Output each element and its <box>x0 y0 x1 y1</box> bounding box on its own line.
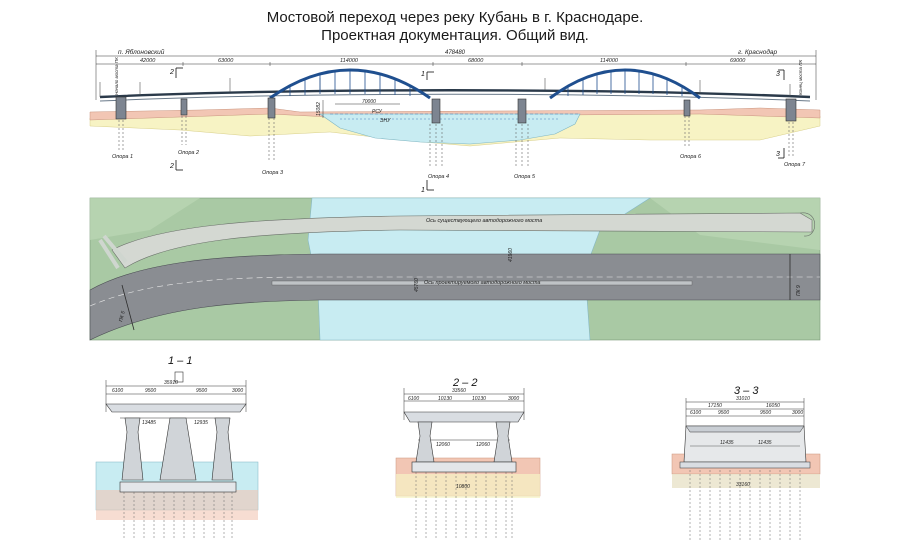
s22-dim-2: 10130 <box>438 396 452 402</box>
section-3-3-title: 3 – 3 <box>734 385 759 397</box>
elevation-piers <box>115 96 797 124</box>
plan-dim-2: 41960 <box>508 248 514 262</box>
support-3: Опора 3 <box>262 170 284 176</box>
s33-dim-3: 9500 <box>760 410 771 416</box>
designed-axis-label: Ось проектируемого автодорожного моста <box>424 280 540 286</box>
span-2: 63000 <box>218 58 234 64</box>
total-length: 478480 <box>445 50 466 56</box>
s22-lower-1: 12060 <box>436 442 450 448</box>
support-6: Опора 6 <box>680 154 702 160</box>
support-1: Опора 1 <box>112 154 133 160</box>
s11-dim-4: 3000 <box>232 388 243 394</box>
existing-bridge-plan <box>111 212 813 269</box>
support-4: Опора 4 <box>428 174 449 180</box>
river-water <box>319 113 581 145</box>
s22-lower-2: 12060 <box>476 442 490 448</box>
section-2-2: 2 – 2 33560 6100 10130 10130 3000 12060 … <box>395 377 541 540</box>
cut-2-top: 2 <box>169 69 174 76</box>
cut-2-bottom: 2 <box>169 163 174 170</box>
left-place-label: п. Яблоновский <box>118 48 165 56</box>
s33-dim-1: 6100 <box>690 410 701 416</box>
left-abutment-label: Начало моста ПК <box>114 57 119 95</box>
s33-total: 31010 <box>736 396 750 402</box>
right-abutment-label: Конец моста ПК <box>798 59 803 95</box>
s22-dim-1: 6100 <box>408 396 419 402</box>
cut-1-bottom: 1 <box>421 187 425 194</box>
cut-3-top: 3 <box>776 71 780 78</box>
bridge-elevation: п. Яблоновский г. Краснодар 478480 42000… <box>89 48 821 194</box>
drawing-title-line1: Мостовой переход через реку Кубань в г. … <box>266 9 644 26</box>
s33-top-2: 16050 <box>766 403 780 409</box>
s11-total: 35910 <box>164 380 178 386</box>
bridge-plan: Ось существующего автодорожного моста Ос… <box>89 197 821 341</box>
clearance: 15082 <box>316 102 322 116</box>
section-3-3: 3 – 3 31010 17150 16050 6100 9500 9500 3… <box>671 385 821 540</box>
span-6: 69000 <box>730 58 746 64</box>
plan-dim-1: 45760 <box>414 278 420 292</box>
s11-lower-2: 12935 <box>194 420 208 426</box>
right-place-label: г. Краснодар <box>738 48 778 56</box>
s11-dim-1: 6100 <box>112 388 123 394</box>
water-level-low: ЭНУ <box>380 118 391 124</box>
existing-axis-label: Ось существующего автодорожного моста <box>426 218 542 224</box>
span-4: 68000 <box>468 58 484 64</box>
s33-lower-2: 11435 <box>758 440 772 446</box>
section-1-1-title: 1 – 1 <box>168 355 192 367</box>
s22-total: 33560 <box>452 388 466 394</box>
plan-left-mark: ПК 5 <box>118 310 127 322</box>
cut-1-top: 1 <box>421 71 425 78</box>
s22-dim-3: 10130 <box>472 396 486 402</box>
s11-dim-3: 9500 <box>196 388 207 394</box>
section-1-1: 1 – 1 35910 6100 9500 9500 3000 13485 <box>95 355 259 540</box>
section-2-2-title: 2 – 2 <box>452 377 477 389</box>
s33-dim-4: 3000 <box>792 410 803 416</box>
s33-lower-1: 11435 <box>720 440 734 446</box>
s22-dim-4: 3000 <box>508 396 519 402</box>
s11-dim-2: 9500 <box>145 388 156 394</box>
span-1: 42000 <box>140 58 156 64</box>
plan-right-mark: ПК 9 <box>796 285 802 296</box>
nav-span: 70000 <box>362 99 376 105</box>
water-level-high: РСУ <box>372 109 383 115</box>
support-5: Опора 5 <box>514 174 536 180</box>
s33-dim-2: 9500 <box>718 410 729 416</box>
drawing-title-line2: Проектная документация. Общий вид. <box>321 27 589 44</box>
s33-base: 33160 <box>736 482 750 488</box>
cut-3-bottom: 3 <box>776 151 780 158</box>
span-5: 114000 <box>600 58 619 64</box>
s11-lower-1: 13485 <box>142 420 156 426</box>
span-3: 114000 <box>340 58 359 64</box>
deck-line <box>99 89 811 99</box>
s22-base: 10800 <box>456 484 470 490</box>
support-7: Опора 7 <box>784 162 806 168</box>
s33-top-1: 17150 <box>708 403 722 409</box>
support-2: Опора 2 <box>178 150 199 156</box>
designed-road-plan <box>89 253 821 341</box>
